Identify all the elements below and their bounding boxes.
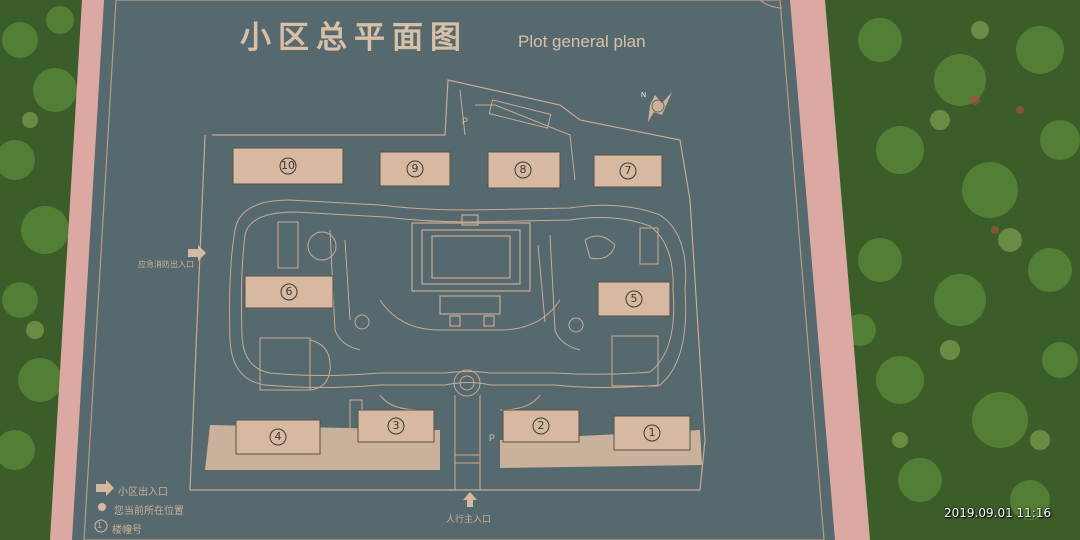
building-6-footprint [244, 275, 334, 309]
legend-building-number-symbol: 1 [97, 521, 103, 530]
parking-label-south: P [489, 433, 496, 443]
central-plaza [411, 214, 531, 327]
compass-north-label: N [641, 92, 647, 99]
building-number: 9 [411, 162, 419, 175]
building-number: 3 [392, 419, 400, 432]
building-number: 8 [519, 163, 527, 176]
building-number: 4 [274, 430, 282, 443]
building-number-rings [269, 157, 661, 446]
photo-timestamp: 2019.09.01 11:16 [944, 506, 1052, 520]
building-4-footprint [235, 419, 321, 455]
building-7-footprint [593, 154, 663, 188]
legend-building-number-label: 楼幢号 [112, 525, 142, 536]
plan-title-chinese: 小区总平面图 [240, 20, 468, 56]
pedestrian-entrance-arrow-icon [463, 492, 477, 507]
compass-icon [648, 92, 672, 122]
legend-location-dot-icon [98, 503, 106, 511]
side-gardens [259, 221, 659, 397]
legend-building-circle-icon [94, 519, 108, 533]
buildings [232, 147, 691, 455]
foliage-highlights [22, 21, 1050, 450]
building-9-footprint [379, 151, 451, 187]
building-number: 5 [630, 292, 638, 305]
building-1-footprint [613, 415, 691, 451]
building-number: 2 [537, 419, 545, 432]
north-parking-strip [459, 89, 576, 181]
legend-location-label: 您当前所在位置 [114, 506, 184, 517]
foliage-texture [0, 6, 1080, 520]
building-number: 10 [281, 159, 295, 172]
foliage-red-leaves [970, 95, 1024, 234]
building-number: 1 [648, 426, 656, 439]
building-10-footprint [232, 147, 344, 185]
building-5-footprint [597, 281, 671, 317]
building-3-footprint [357, 409, 435, 443]
pedestrian-entrance-label: 人行主入口 [446, 515, 492, 525]
building-number: 7 [624, 164, 632, 177]
internal-roads [229, 199, 687, 490]
plate-corner-ornament [759, 0, 783, 9]
plate-border [83, 0, 825, 540]
legend-entrance-arrow-icon [96, 480, 114, 496]
entrance-markers [94, 245, 477, 533]
legend-entrance-label: 小区出入口 [118, 487, 168, 498]
site-boundary [189, 79, 706, 491]
emergency-entrance-label: 应急消防出入口 [138, 260, 194, 269]
building-2-footprint [502, 409, 580, 443]
building-8-footprint [487, 151, 561, 189]
emergency-entrance-arrow-icon [188, 245, 206, 261]
building-number: 6 [285, 285, 293, 298]
plan-title-english: Plot general plan [518, 32, 646, 51]
parking-label-north: P [462, 116, 469, 126]
